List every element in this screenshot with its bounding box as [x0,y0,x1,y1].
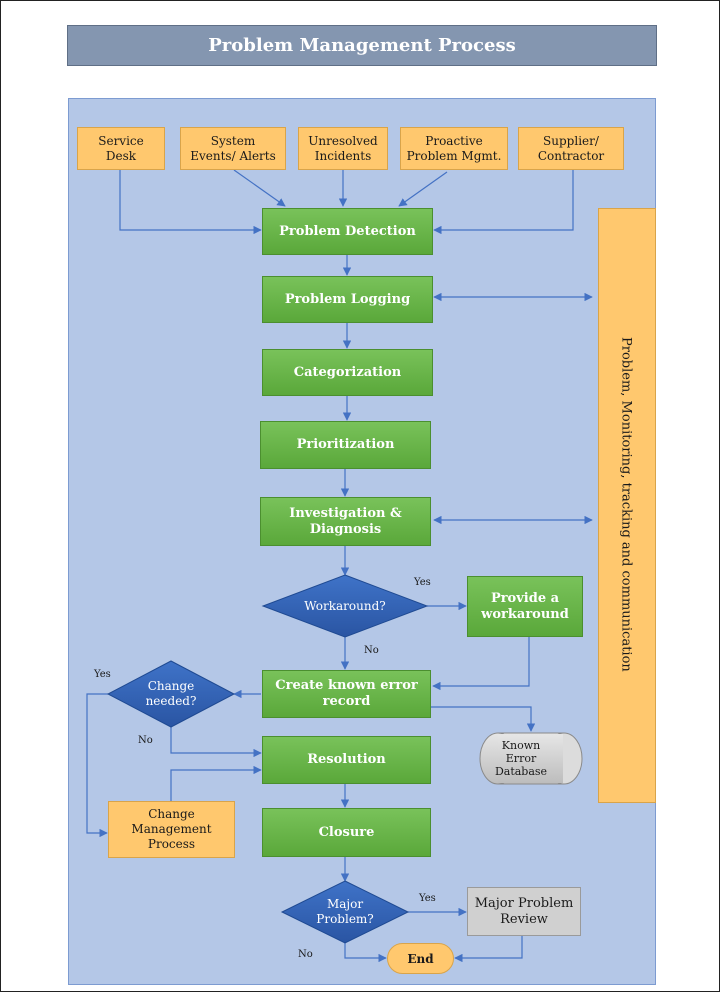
step-known-error-record: Create known error record [262,670,431,718]
step-categorization: Categorization [262,349,433,396]
step-investigation: Investigation & Diagnosis [260,497,431,546]
step-provide-workaround: Provide a workaround [467,576,583,637]
major-problem-review: Major Problem Review [467,887,581,936]
edge-provide-to-known-error [432,637,530,691]
edge-service-desk [119,170,262,235]
known-error-database-shape [479,732,583,785]
edge-proactive [398,171,448,207]
step-resolution: Resolution [262,736,431,784]
source-unresolved-incidents: Unresolved Incidents [298,127,388,170]
edge-major-no [344,943,387,963]
edge-change-yes [86,693,108,838]
workaround-no-label: No [364,645,379,656]
source-supplier: Supplier/ Contractor [518,127,624,170]
known-error-database-label: Known Error Database [494,739,548,778]
major-problem-decision-label: Major Problem? [316,897,374,926]
end-terminal: End [387,943,454,974]
monitoring-panel-label: Problem, Monitoring, tracking and commun… [618,337,634,672]
change-management-process: Change Management Process [108,801,235,858]
edge-changeproc-resolution [170,765,262,801]
source-system-events: System Events/ Alerts [180,127,286,170]
change-no-label: No [138,735,153,746]
edge-change-no [170,727,262,758]
monitoring-panel [598,208,656,803]
workaround-diamond [261,574,429,638]
edge-system-events [233,169,286,207]
edge-known-error-database [431,706,536,732]
source-service-desk: Service Desk [77,127,165,170]
edge-supplier [433,170,574,235]
step-prioritization: Prioritization [260,421,431,469]
monitoring-panel-label-wrap: Problem, Monitoring, tracking and commun… [598,208,654,801]
change-needed-diamond [106,660,236,728]
major-yes-label: Yes [419,893,436,904]
major-no-label: No [298,949,313,960]
source-proactive: Proactive Problem Mgmt. [400,127,508,170]
page-title: Problem Management Process [67,25,657,66]
change-yes-label: Yes [94,669,111,680]
major-problem-diamond [280,880,410,944]
workaround-yes-label: Yes [414,577,431,588]
change-needed-decision-label: Change needed? [145,679,197,708]
step-closure: Closure [262,808,431,857]
step-problem-logging: Problem Logging [262,276,433,323]
workaround-decision-label: Workaround? [304,598,386,613]
step-problem-detection: Problem Detection [262,208,433,255]
edge-review-end [454,936,523,963]
